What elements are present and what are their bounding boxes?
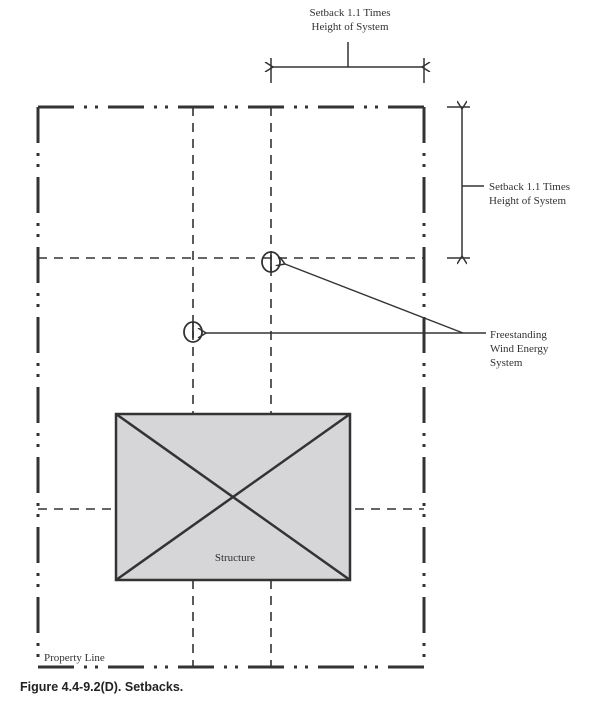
wind-system-icon	[261, 251, 281, 273]
top-setback-label-2: Height of System	[312, 21, 389, 33]
setback-dashed-lines	[38, 107, 424, 667]
top-setback-label-1: Setback 1.1 Times	[310, 7, 391, 19]
wind-system-label-1: Freestanding	[490, 329, 547, 341]
property-line	[36, 105, 426, 669]
wind-system-label-2: Wind Energy	[490, 343, 549, 355]
right-setback-label-1: Setback 1.1 Times	[489, 181, 570, 193]
property-line-label: Property Line	[44, 652, 105, 664]
top-setback-dimension	[271, 42, 424, 83]
figure-caption: Figure 4.4-9.2(D). Setbacks.	[20, 680, 184, 694]
right-setback-label-2: Height of System	[489, 195, 566, 207]
wind-system-label-3: System	[490, 357, 523, 369]
structure-label: Structure	[215, 552, 255, 564]
structure: Structure	[114, 412, 352, 582]
right-setback-dimension	[447, 107, 484, 258]
wind-system-leaders	[206, 264, 486, 333]
